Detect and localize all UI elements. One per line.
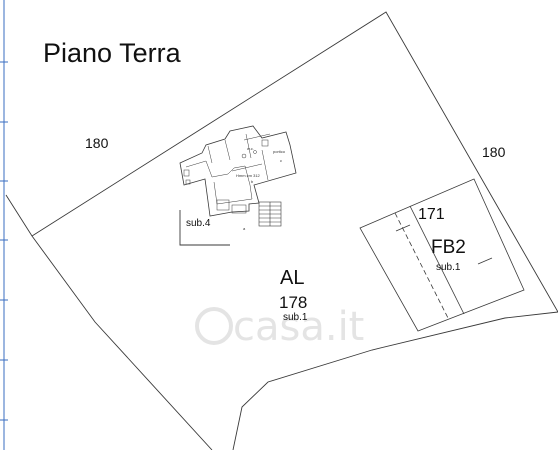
main-parcel-number: 178 (279, 293, 307, 312)
main-parcel-outline (31, 11, 558, 450)
annex-parcel-number: 171 (418, 206, 445, 223)
main-parcel-code: AL (280, 267, 304, 289)
parcel-number-left: 180 (85, 135, 109, 151)
building-lot-line (179, 210, 230, 246)
main-parcel-sub: sub.1 (283, 312, 308, 323)
watermark-text: casa.it (233, 304, 364, 350)
annex-divider-1 (394, 212, 450, 321)
annex-parcel-code: FB2 (431, 237, 466, 258)
label-room-code: b (251, 179, 254, 184)
annex-building (359, 178, 525, 332)
house-plan (179, 125, 297, 227)
building-sub-label: sub.4 (186, 218, 211, 229)
house-outer-wall (179, 125, 297, 217)
house-stairs (258, 201, 282, 227)
parcel-number-right: 180 (482, 144, 506, 160)
page-title: Piano Terra (43, 38, 182, 68)
annex-parcel-sub: sub.1 (436, 262, 461, 273)
annex-divider-2 (409, 205, 465, 315)
watermark: casa.it (195, 304, 364, 350)
label-small-c: c (280, 158, 282, 163)
annex-outline (359, 178, 525, 332)
label-portico: portico (273, 149, 286, 154)
watermark-logo-icon (195, 307, 233, 345)
west-boundary (5, 194, 213, 450)
label-wc: w.c. (247, 146, 254, 151)
label-small-a: a (243, 226, 246, 231)
label-room-height: Hmm cm 312 (236, 173, 261, 178)
left-axis (0, 0, 8, 450)
house-inner-wall (185, 160, 253, 205)
parcel-boundaries (5, 11, 558, 450)
